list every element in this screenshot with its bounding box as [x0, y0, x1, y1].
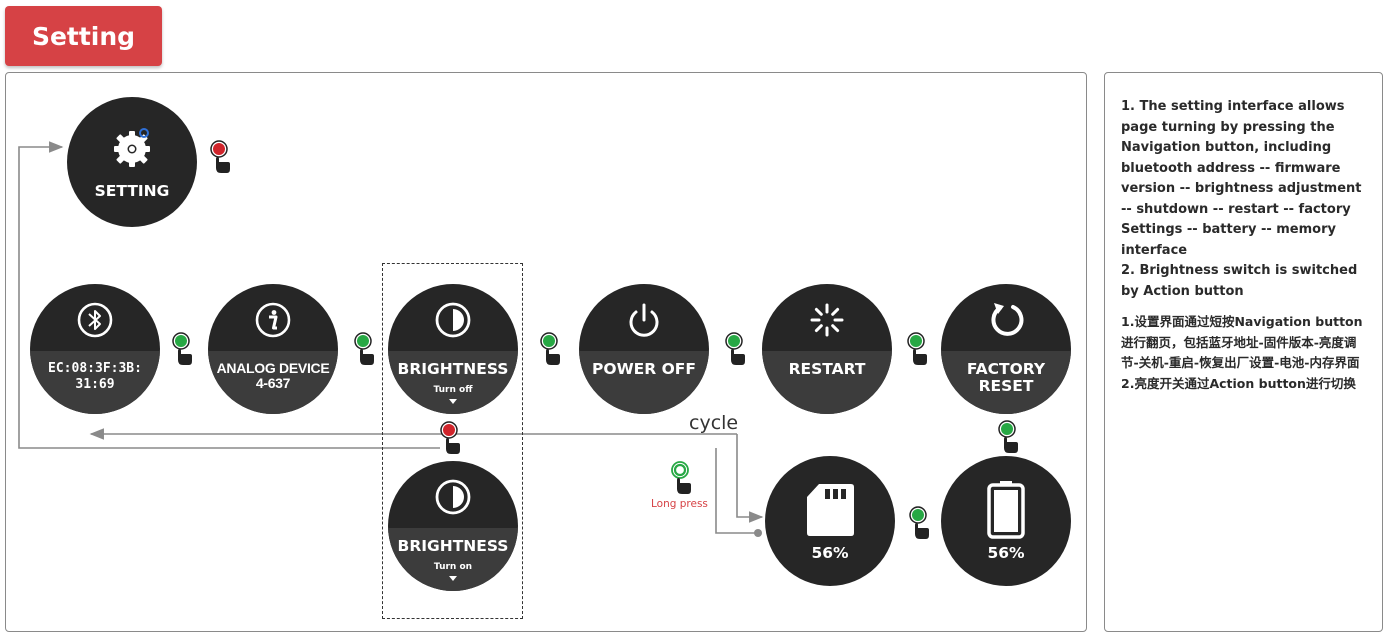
- factory-reset-line2: RESET: [978, 377, 1034, 395]
- description-english: 1. The setting interface allows page tur…: [1121, 97, 1368, 302]
- description-en-item-2: 2. Brightness switch is switched by Acti…: [1121, 263, 1358, 299]
- long-press-label: Long press: [651, 498, 708, 510]
- screen-restart: RESTART: [762, 284, 892, 414]
- long-press-navigation-button-icon: [671, 461, 691, 494]
- chevron-down-icon: [449, 399, 457, 404]
- brightness-on-label: BRIGHTNESS: [397, 537, 509, 555]
- factory-reset-line1: FACTORY: [966, 360, 1046, 378]
- bluetooth-address-line1: EC:08:3F:3B:: [48, 361, 142, 376]
- navigation-button-press-icon: [909, 506, 929, 539]
- bluetooth-icon: [30, 300, 160, 340]
- battery-icon: [941, 480, 1071, 540]
- screen-setting-label: SETTING: [94, 182, 170, 200]
- contrast-icon: [388, 477, 518, 517]
- navigation-button-press-icon: [172, 332, 192, 365]
- screen-firmware-version: ANALOG DEVICE 4-637: [208, 284, 338, 414]
- screen-factory-reset: FACTORY RESET: [941, 284, 1071, 414]
- brightness-off-sub: Turn off: [433, 385, 473, 395]
- page-title: Setting: [31, 21, 136, 51]
- cycle-label: cycle: [689, 412, 739, 434]
- screen-battery: 56%: [941, 456, 1071, 586]
- loading-spinner-icon: [762, 300, 892, 340]
- brightness-toggle-group: [382, 263, 523, 619]
- contrast-icon: [388, 300, 518, 340]
- navigation-button-press-icon: [907, 332, 927, 365]
- brightness-on-sub: Turn on: [433, 562, 473, 572]
- description-cn-item-2: 2.亮度开关通过Action button进行切换: [1121, 375, 1356, 391]
- description-panel: 1. The setting interface allows page tur…: [1104, 72, 1383, 632]
- power-icon: [579, 300, 709, 340]
- sd-card-icon: [765, 482, 895, 538]
- description-en-item-1: 1. The setting interface allows page tur…: [1121, 99, 1362, 258]
- navigation-button-press-icon: [540, 332, 560, 365]
- info-icon: [208, 300, 338, 340]
- gear-icon: [67, 127, 197, 167]
- navigation-button-press-icon: [354, 332, 374, 365]
- screen-brightness-turn-off: BRIGHTNESS Turn off: [388, 284, 518, 414]
- screen-power-off: POWER OFF: [579, 284, 709, 414]
- firmware-line2: 4-637: [255, 375, 291, 391]
- restart-label: RESTART: [788, 360, 866, 378]
- action-button-press-icon: [210, 140, 230, 173]
- memory-value: 56%: [811, 544, 849, 562]
- screen-brightness-turn-on: BRIGHTNESS Turn on: [388, 461, 518, 591]
- screen-bluetooth-address: EC:08:3F:3B: 31:69: [30, 284, 160, 414]
- navigation-button-press-icon: [725, 332, 745, 365]
- power-off-label: POWER OFF: [592, 360, 696, 378]
- screen-setting: SETTING: [67, 97, 197, 227]
- firmware-line1: ANALOG DEVICE: [216, 360, 330, 376]
- action-button-press-icon: [440, 421, 460, 454]
- navigation-button-press-icon: [998, 420, 1018, 453]
- chevron-down-icon: [449, 576, 457, 581]
- battery-value: 56%: [987, 544, 1025, 562]
- description-cn-item-1: 1.设置界面通过短按Navigation button进行翻页，包括蓝牙地址-固…: [1121, 314, 1363, 370]
- page-title-tab: Setting: [5, 6, 162, 66]
- screen-memory: 56%: [765, 456, 895, 586]
- brightness-off-label: BRIGHTNESS: [397, 360, 509, 378]
- refresh-icon: [941, 300, 1071, 340]
- bluetooth-address-line2: 31:69: [75, 377, 115, 392]
- description-chinese: 1.设置界面通过短按Navigation button进行翻页，包括蓝牙地址-固…: [1121, 312, 1368, 394]
